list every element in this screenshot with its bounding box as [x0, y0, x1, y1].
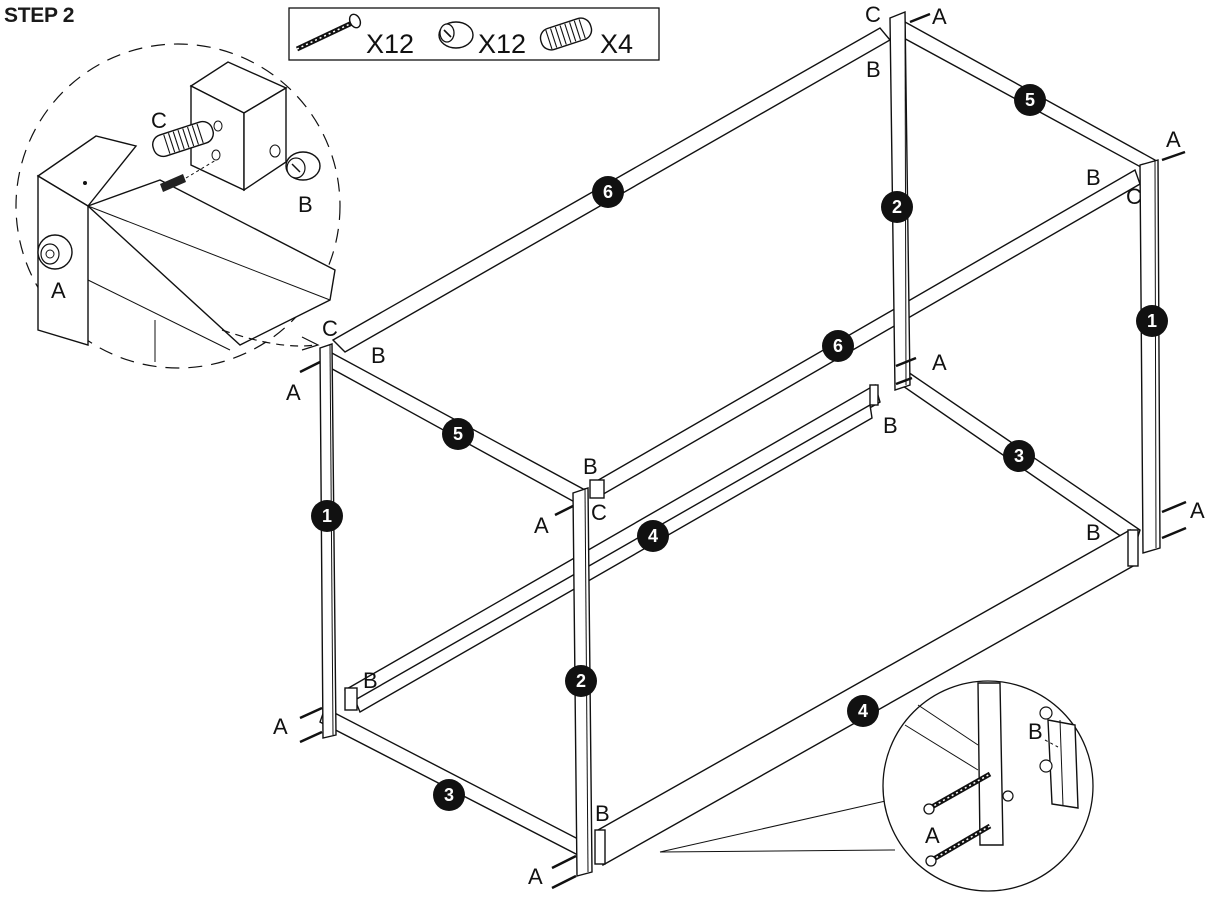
label-a: A: [273, 714, 288, 739]
barrel-nut-qty: X12: [478, 29, 526, 59]
svg-text:5: 5: [1025, 90, 1035, 110]
hardware-legend: X12 X12 X4: [288, 7, 660, 61]
dowel-detail-icon: [152, 120, 214, 158]
part-badge-4-back: 4: [637, 520, 669, 552]
label-b: B: [866, 57, 881, 82]
label-a: A: [286, 380, 301, 405]
svg-text:5: 5: [453, 424, 463, 444]
label-a: A: [1190, 498, 1205, 523]
label-a: A: [925, 823, 940, 848]
part-badge-1-right: 1: [1136, 305, 1168, 337]
part-badge-6-front: 6: [822, 330, 854, 362]
dowel-qty: X4: [600, 29, 633, 59]
label-b: B: [1028, 719, 1043, 744]
part-badge-2-back: 2: [881, 191, 913, 223]
svg-text:3: 3: [1014, 446, 1024, 466]
barrel-nut-icon: [438, 21, 474, 49]
part-badge-6-back: 6: [592, 176, 624, 208]
label-a: A: [534, 513, 549, 538]
bolt-markers: [299, 12, 1187, 890]
label-a: A: [528, 864, 543, 889]
label-a: A: [932, 350, 947, 375]
part-badge-4-front: 4: [847, 695, 879, 727]
barrel-nut-b-detail-icon: [285, 151, 321, 181]
label-b: B: [1086, 520, 1101, 545]
label-c: C: [151, 108, 167, 133]
label-b: B: [595, 801, 610, 826]
bolt-qty: X12: [366, 29, 414, 59]
svg-text:3: 3: [444, 785, 454, 805]
part-badge-2-front: 2: [565, 665, 597, 697]
barrel-nut-detail-icon: [37, 234, 73, 270]
label-c: C: [1126, 184, 1142, 209]
part-badge-5-back: 5: [1014, 84, 1046, 116]
label-b: B: [363, 668, 378, 693]
label-a: A: [51, 278, 66, 303]
part-letter-labels: C B A B C A C A B A B C A B A B B A B A …: [273, 2, 1205, 889]
part-badge-1-left: 1: [311, 500, 343, 532]
label-b: B: [298, 192, 313, 217]
label-c: C: [591, 500, 607, 525]
part-number-badges: 6 5 2 1 6 5 3 1 4 2 4 3: [311, 84, 1168, 811]
label-c: C: [865, 2, 881, 27]
svg-text:1: 1: [322, 506, 332, 526]
label-b: B: [883, 413, 898, 438]
svg-text:2: 2: [576, 671, 586, 691]
part-badge-5-left: 5: [442, 418, 474, 450]
svg-text:4: 4: [858, 701, 868, 721]
label-a: A: [1166, 127, 1181, 152]
svg-text:1: 1: [1147, 311, 1157, 331]
detail-view-top: C B A: [15, 43, 341, 369]
label-b: B: [371, 343, 386, 368]
label-b: B: [583, 454, 598, 479]
part-badge-3-right: 3: [1003, 440, 1035, 472]
svg-text:4: 4: [648, 526, 658, 546]
svg-text:6: 6: [833, 336, 843, 356]
part-badge-3-left: 3: [433, 779, 465, 811]
svg-text:2: 2: [892, 197, 902, 217]
detail-view-bottom: [659, 680, 1094, 892]
label-b: B: [1086, 165, 1101, 190]
bolt-icon: [295, 13, 362, 52]
svg-text:6: 6: [603, 182, 613, 202]
dowel-icon: [539, 17, 593, 51]
label-a: A: [932, 4, 947, 29]
label-c: C: [322, 316, 338, 341]
step-title: STEP 2: [4, 4, 75, 27]
